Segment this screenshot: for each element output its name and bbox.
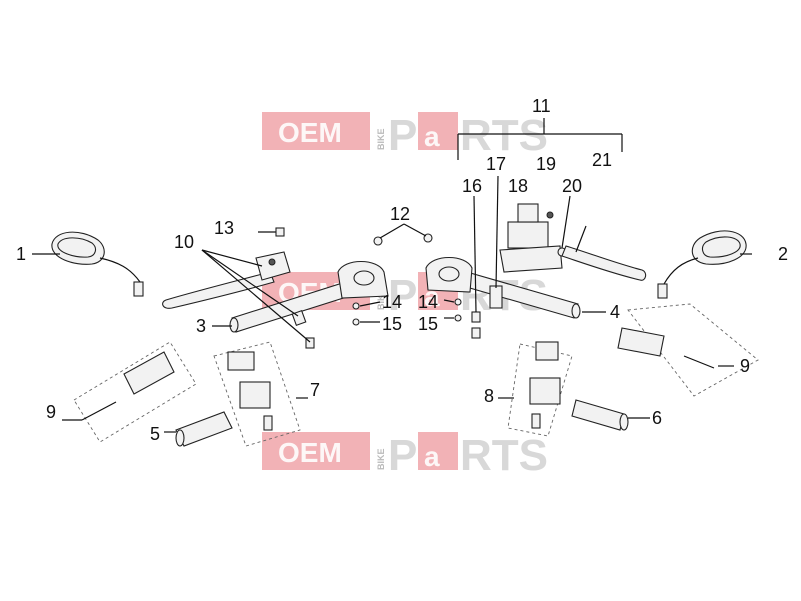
wm-a-text: a [424,121,440,152]
callout-2: 2 [778,244,788,264]
clamp-right [425,257,473,293]
callout-7: 7 [310,380,320,400]
grip-kit-left [73,341,197,443]
wm-p-text-2: P [388,271,417,320]
screws-12 [373,233,433,246]
switch-left [213,341,301,447]
wm-bike-text: BIKE [376,128,386,150]
callouts: 1 2 3 4 5 6 7 8 9 9 10 11 12 13 14 14 15… [16,96,788,444]
mirror-left [51,231,144,297]
callout-6: 6 [652,408,662,428]
small-parts-16 [471,311,481,339]
callout-16: 16 [462,176,482,196]
switch-right [507,341,573,437]
grip-left [175,411,233,447]
callout-13: 13 [214,218,234,238]
screws-14-15-left [352,302,360,326]
callout-11: 11 [532,96,551,116]
callout-10: 10 [174,232,194,252]
master-cylinder [489,203,567,309]
wm-rts-text: RTS [460,111,548,160]
leader-lines [32,118,752,433]
callout-9-left: 9 [46,402,56,422]
callout-3: 3 [196,316,206,336]
callout-17: 17 [486,154,506,174]
grip-kit-right [617,303,759,397]
wm-p-text: P [388,111,417,160]
wm-a-text-3: a [424,441,440,472]
screws-14-15-right [454,298,462,322]
callout-14-right: 14 [418,292,438,312]
callout-5: 5 [150,424,160,444]
callout-20: 20 [562,176,582,196]
wm-bike-text-3: BIKE [376,448,386,470]
bolt-13 [258,227,285,237]
callout-19: 19 [536,154,556,174]
wm-rts-text-3: RTS [460,431,548,480]
wm-bike-text-2: BIKE [376,288,386,310]
callout-12: 12 [390,204,410,224]
callout-15-right: 15 [418,314,438,334]
callout-15-left: 15 [382,314,402,334]
callout-9-right: 9 [740,356,750,376]
callout-18: 18 [508,176,528,196]
clamp-left [337,261,389,299]
callout-4: 4 [610,302,620,322]
mirror-right [657,230,747,299]
wm-p-text-3: P [388,431,417,480]
callout-21: 21 [592,150,612,170]
callout-14-left: 14 [382,292,402,312]
watermark-bottom: OEM BIKE P a RTS [262,431,548,480]
grip-right [571,399,629,431]
callout-8: 8 [484,386,494,406]
watermark-top: OEM BIKE P a RTS [262,111,548,160]
wm-oem-text-3: OEM [278,437,342,468]
lever-right [561,225,647,281]
wm-oem-text: OEM [278,117,342,148]
callout-1: 1 [16,244,26,264]
